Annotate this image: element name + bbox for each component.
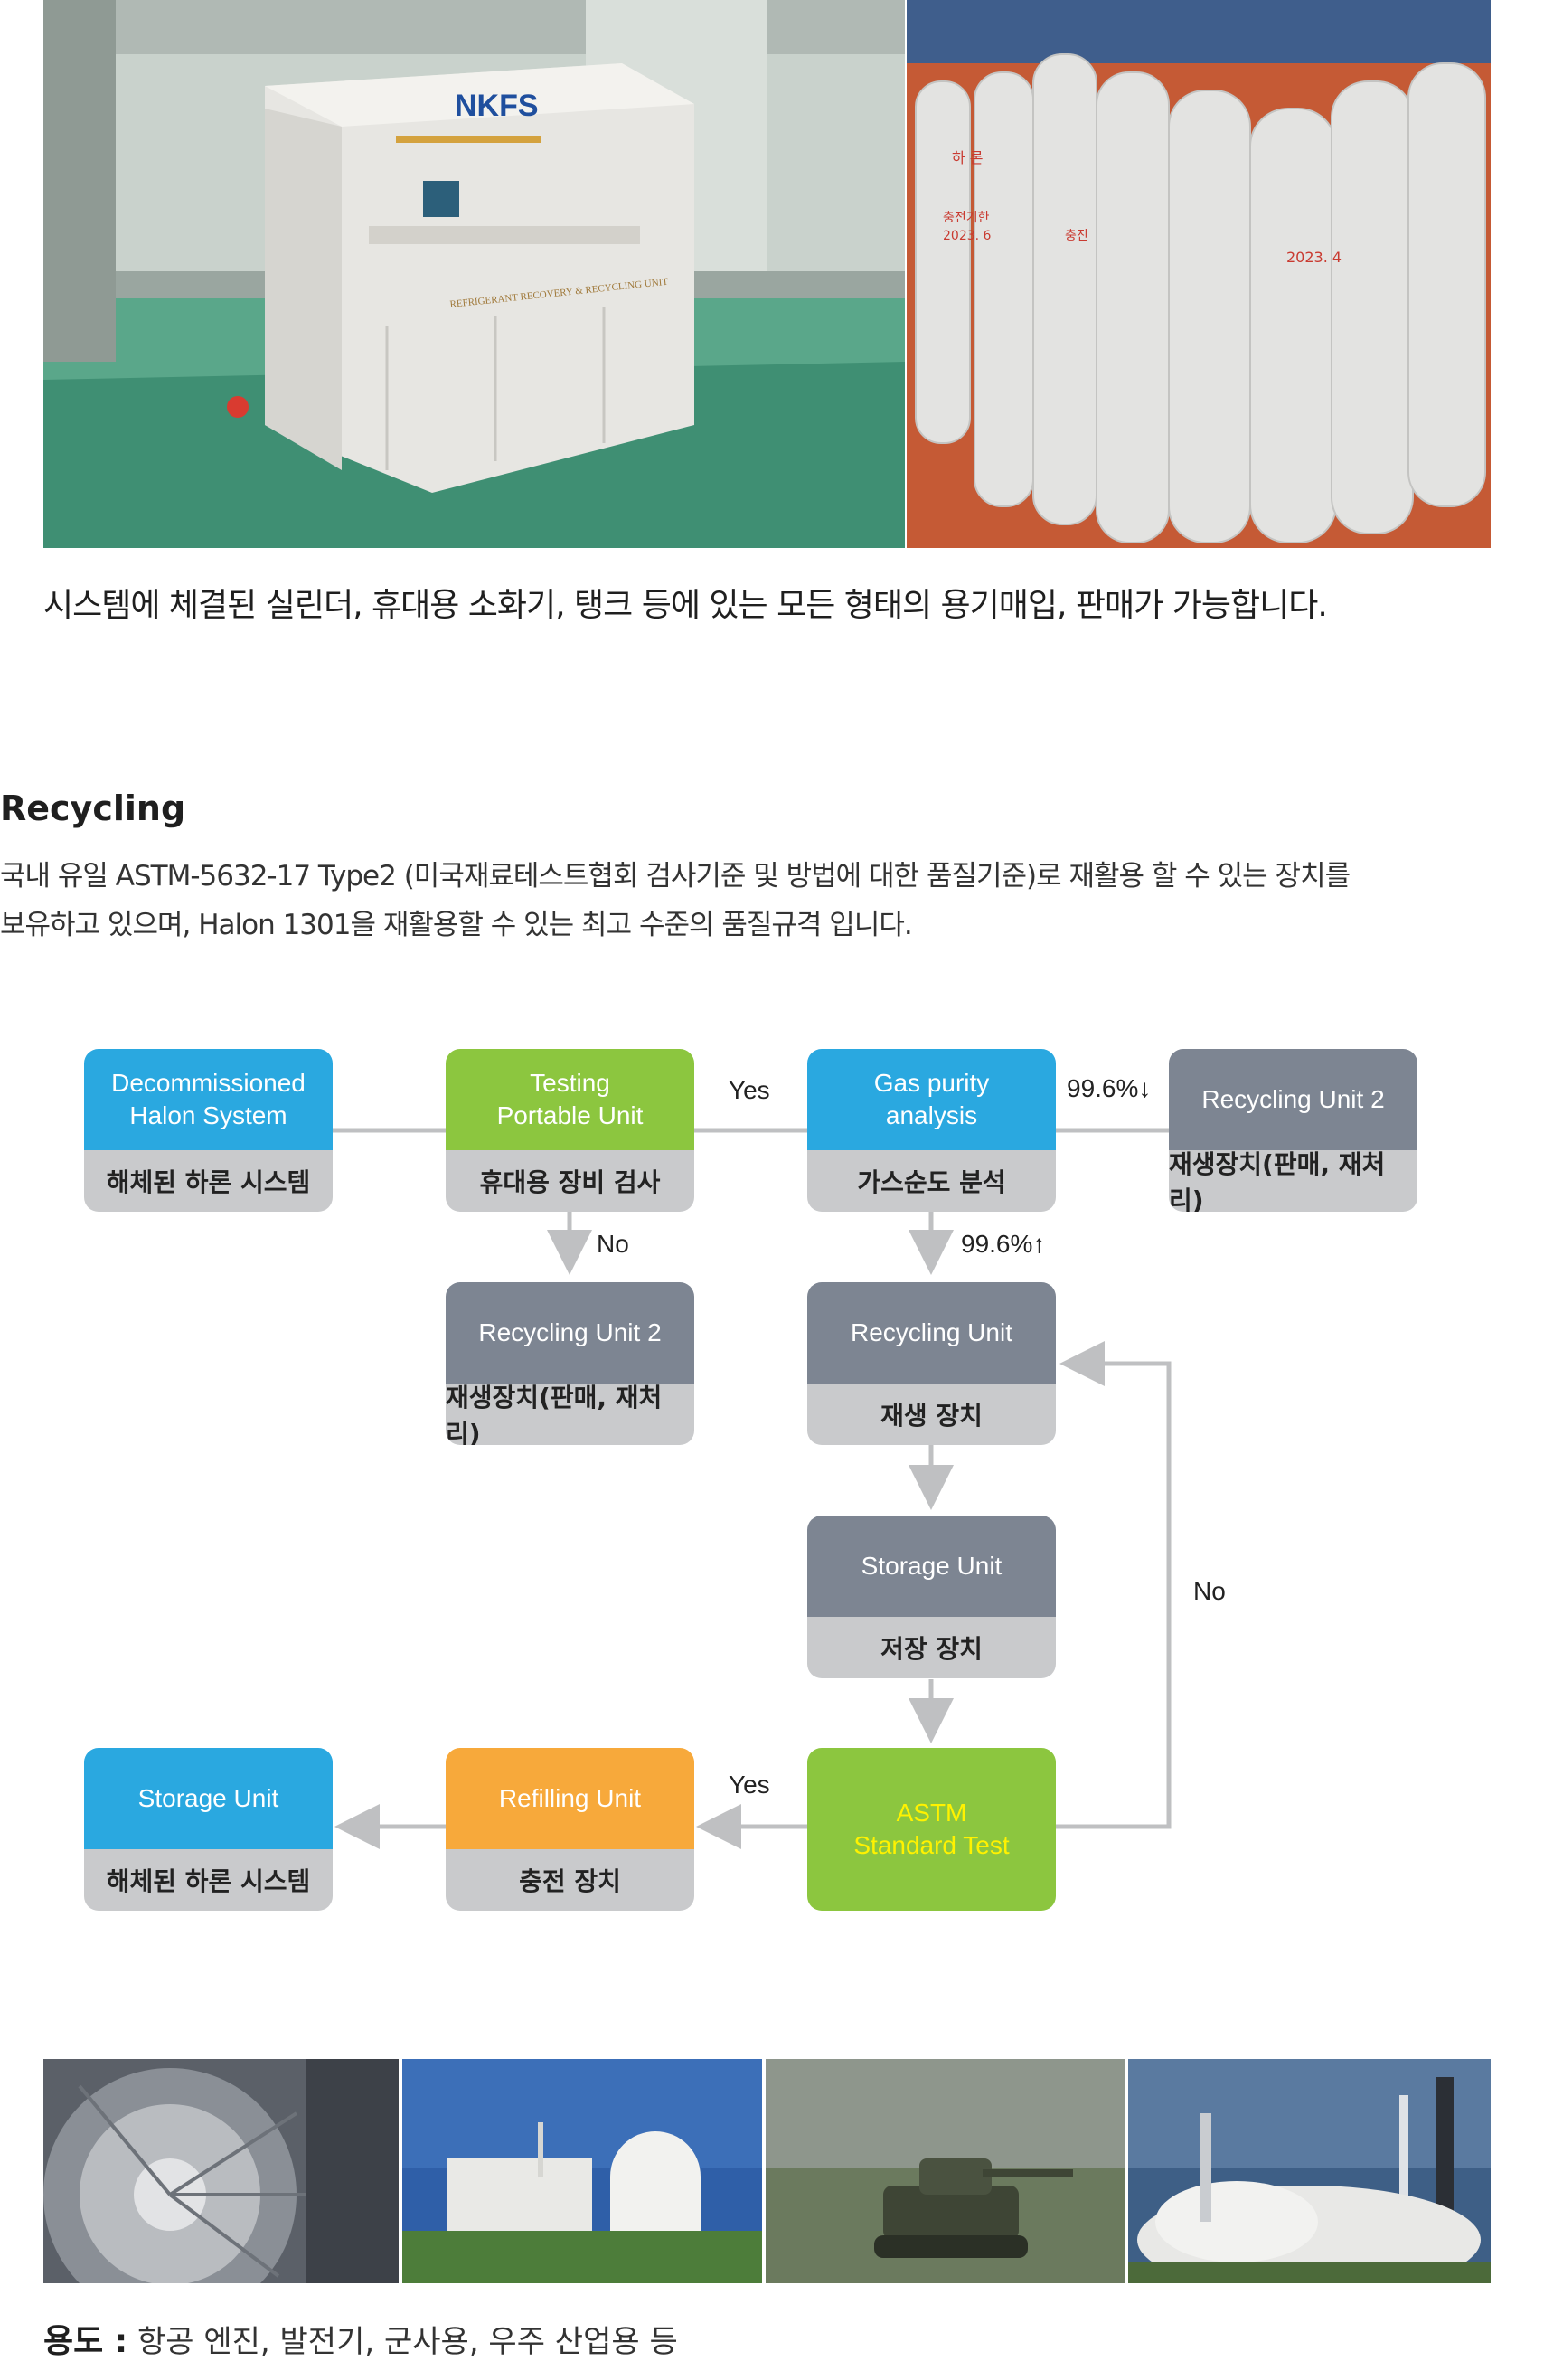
label-no-2: No <box>1193 1577 1226 1605</box>
gas-purity-ko: 가스순도 분석 <box>807 1150 1056 1212</box>
flow-box-storage-final: Storage Unit 해체된 하론 시스템 <box>84 1748 333 1911</box>
label-yes-2: Yes <box>729 1771 770 1799</box>
recycling2-mid-title: Recycling Unit 2 <box>446 1282 694 1384</box>
machine-photo: NKFS REFRIGERANT RECOVERY & RECYCLING UN… <box>43 0 905 548</box>
storage-mid-ko: 저장 장치 <box>807 1617 1056 1678</box>
gas-purity-title2: analysis <box>885 1101 978 1129</box>
label-purity-low: 99.6%↓ <box>1067 1074 1152 1102</box>
testing-title2: Portable Unit <box>496 1101 644 1129</box>
usage-text: 항공 엔진, 발전기, 군사용, 우주 산업용 등 <box>137 2324 678 2360</box>
label-yes-1: Yes <box>729 1076 770 1104</box>
gas-purity-title1: Gas purity <box>873 1069 990 1097</box>
label-no-1: No <box>597 1230 629 1258</box>
flow-box-recycling2-mid: Recycling Unit 2 재생장치(판매, 재처리) <box>446 1282 694 1445</box>
jet-engine-photo <box>43 2059 399 2283</box>
top-caption: 시스템에 체결된 실린더, 휴대용 소화기, 탱크 등에 있는 모든 형태의 용… <box>43 587 1328 624</box>
astm-title2: Standard Test <box>853 1831 1010 1859</box>
power-plant-photo <box>402 2059 762 2283</box>
flow-box-gas-purity: Gas purity analysis 가스순도 분석 <box>807 1049 1056 1212</box>
flow-box-recycling2-top: Recycling Unit 2 재생장치(판매, 재처리) <box>1169 1049 1417 1212</box>
section-title: Recycling <box>0 789 186 828</box>
storage-final-title: Storage Unit <box>84 1748 333 1849</box>
astm-title1: ASTM <box>896 1799 967 1827</box>
usage-line: 용도 : 항공 엔진, 발전기, 군사용, 우주 산업용 등 <box>43 2315 678 2362</box>
military-tank-photo <box>766 2059 1125 2283</box>
flow-box-recycling: Recycling Unit 재생 장치 <box>807 1282 1056 1445</box>
flow-box-refilling: Refilling Unit 충전 장치 <box>446 1748 694 1911</box>
cylinder-label-1: 하 론 <box>952 149 984 166</box>
section-description-line1: 국내 유일 ASTM-5632-17 Type2 (미국재료테스트협회 검사기준… <box>0 860 1351 892</box>
cylinder-photo: 하 론 충전기한 2023. 6 충진 2023. 4 <box>907 0 1491 548</box>
section-description-line2: 보유하고 있으며, Halon 1301을 재활용할 수 있는 최고 수준의 품… <box>0 909 913 941</box>
flow-box-storage-mid: Storage Unit 저장 장치 <box>807 1516 1056 1678</box>
label-purity-high: 99.6%↑ <box>961 1230 1046 1258</box>
recycling2-top-ko: 재생장치(판매, 재처리) <box>1169 1149 1417 1212</box>
flow-box-astm: ASTM Standard Test <box>807 1748 1056 1911</box>
machine-logo: NKFS <box>455 89 539 123</box>
recycling2-top-title: Recycling Unit 2 <box>1169 1049 1417 1150</box>
recycling2-mid-ko: 재생장치(판매, 재처리) <box>446 1383 694 1445</box>
cylinder-label-3: 2023. 6 <box>943 229 992 243</box>
cylinder-label-5: 2023. 4 <box>1286 249 1342 266</box>
cylinder-label-4: 충진 <box>1065 229 1088 243</box>
refilling-title: Refilling Unit <box>446 1748 694 1849</box>
decommissioned-ko: 해체된 하론 시스템 <box>84 1150 333 1212</box>
testing-title1: Testing <box>530 1069 610 1097</box>
usage-label: 용도 : <box>43 2323 128 2360</box>
decommissioned-title2: Halon System <box>129 1101 287 1129</box>
recycling-ko: 재생 장치 <box>807 1384 1056 1445</box>
storage-final-ko: 해체된 하론 시스템 <box>84 1849 333 1911</box>
decommissioned-title1: Decommissioned <box>111 1069 306 1097</box>
refilling-ko: 충전 장치 <box>446 1849 694 1911</box>
testing-ko: 휴대용 장비 검사 <box>446 1150 694 1212</box>
storage-mid-title: Storage Unit <box>807 1516 1056 1617</box>
cylinder-label-2: 충전기한 <box>943 211 990 225</box>
recycling-title: Recycling Unit <box>807 1282 1056 1384</box>
rocket-launch-photo <box>1128 2059 1491 2283</box>
